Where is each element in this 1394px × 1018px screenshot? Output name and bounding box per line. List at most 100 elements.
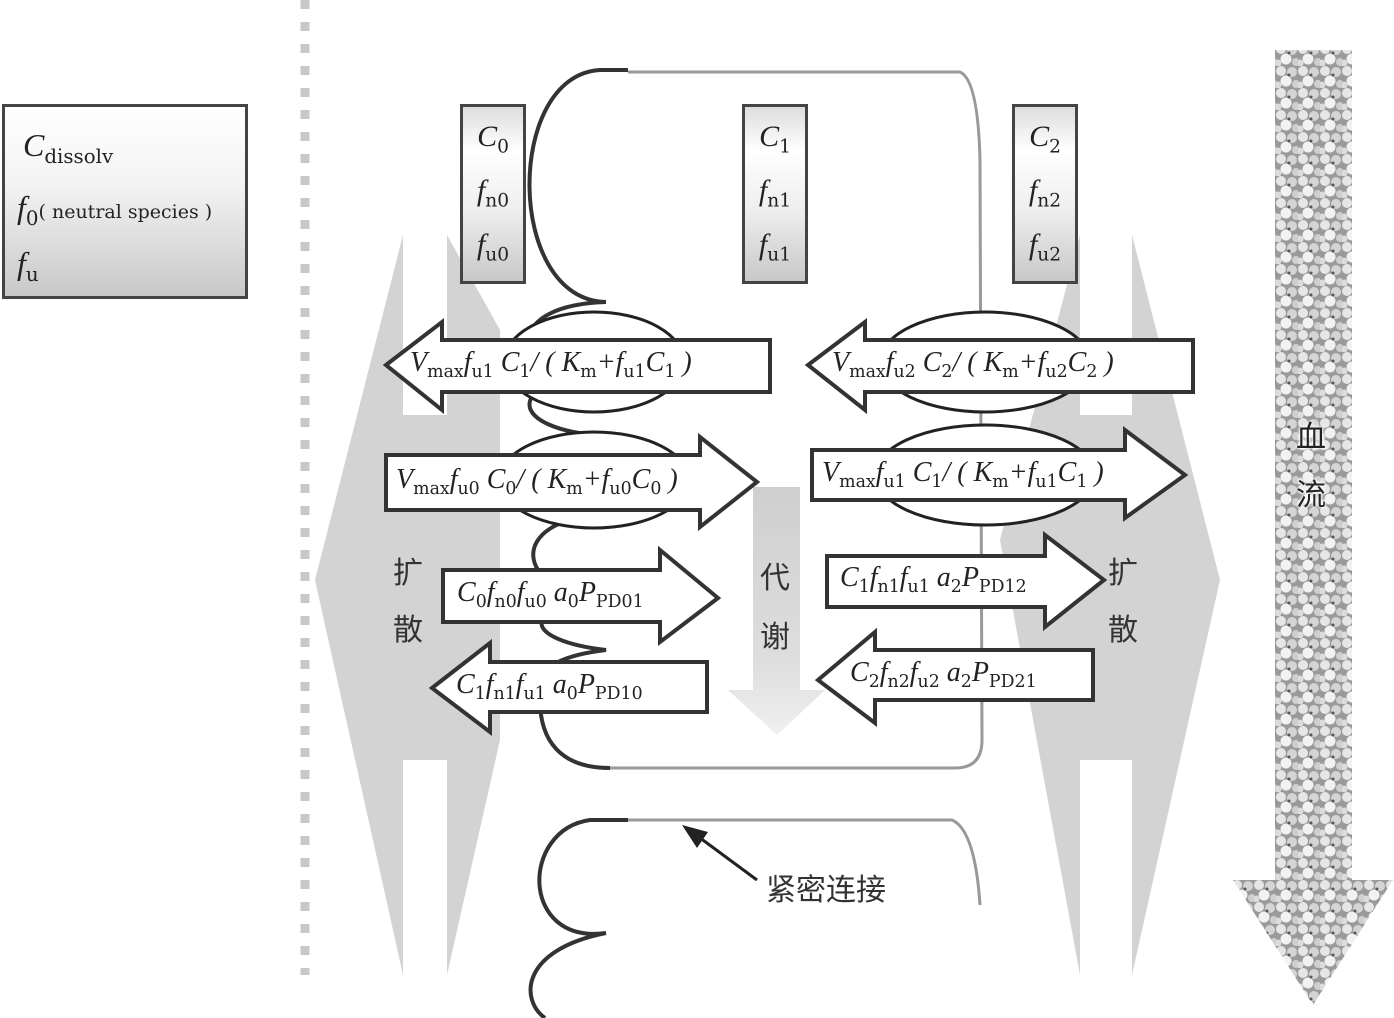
term: C bbox=[850, 657, 869, 688]
arrow-influx-right bbox=[810, 426, 1189, 522]
c-subscript: 2 bbox=[1049, 136, 1061, 158]
term-sub: m bbox=[566, 479, 583, 500]
term-sub: m bbox=[992, 472, 1009, 493]
term-sub: max bbox=[427, 362, 464, 383]
term-sub: PD12 bbox=[978, 577, 1027, 598]
term-sub: u1 bbox=[907, 577, 930, 598]
term-sub: u2 bbox=[1045, 362, 1068, 383]
arrow-passive-01 bbox=[441, 545, 722, 647]
metabolism-label-1: 代 bbox=[760, 561, 790, 596]
c-symbol: C bbox=[477, 120, 498, 154]
term: a bbox=[545, 669, 567, 700]
term: / ( K bbox=[516, 464, 567, 495]
term: f bbox=[875, 457, 884, 488]
arrow-efflux-right bbox=[804, 317, 1195, 415]
label-passive-12: C1fn1fu1 a2PPD12 bbox=[840, 564, 1027, 596]
label-influx-left: Vmaxfu0 C0/ ( Km+fu0C0 ) bbox=[396, 466, 678, 498]
term: +f bbox=[1008, 457, 1036, 488]
unbound-fraction-label: fu0 bbox=[477, 230, 509, 265]
lower-cell-membrane-basolateral bbox=[628, 818, 982, 906]
term: f bbox=[879, 657, 888, 688]
term-sub: n0 bbox=[494, 592, 517, 613]
neutral-fraction-label: fn2 bbox=[1029, 176, 1061, 211]
legend-unbound-fraction: fu bbox=[17, 245, 39, 286]
legend-subscript: u bbox=[25, 262, 39, 286]
term: ) bbox=[675, 347, 692, 378]
term: C bbox=[457, 577, 476, 608]
blood-flow-label-1: 血 bbox=[1296, 420, 1326, 455]
term: +f bbox=[596, 347, 624, 378]
fu-symbol: f bbox=[476, 228, 486, 262]
term-sub: u0 bbox=[609, 479, 632, 500]
diffusion-label-left-2: 散 bbox=[393, 613, 423, 648]
term: ) bbox=[1097, 347, 1114, 378]
legend-subscript: dissolv bbox=[44, 144, 114, 168]
compartment-box-1: C1 fn1 fu1 bbox=[742, 104, 808, 284]
unbound-fraction-label: fu2 bbox=[1029, 230, 1061, 265]
arrow-passive-10 bbox=[428, 638, 709, 737]
arrow-influx-left bbox=[384, 432, 761, 532]
legend-dissolved-concentration: Cdissolv bbox=[23, 127, 113, 168]
fn-symbol: f bbox=[758, 174, 768, 208]
term-sub: max bbox=[413, 479, 450, 500]
term: P bbox=[961, 562, 979, 593]
term: C bbox=[456, 669, 475, 700]
term: C bbox=[915, 347, 942, 378]
term-sub: 1 bbox=[519, 362, 531, 383]
term-sub: 0 bbox=[475, 592, 487, 613]
term: f bbox=[515, 669, 524, 700]
term: V bbox=[832, 347, 850, 378]
legend-symbol: C bbox=[23, 127, 45, 163]
label-passive-01: C0fn0fu0 a0PPD01 bbox=[457, 579, 644, 611]
legend-note: ( neutral species ) bbox=[38, 201, 213, 223]
metabolism-arrow bbox=[728, 487, 825, 735]
term-sub: 2 bbox=[941, 362, 953, 383]
diffusion-label-right-1: 扩 bbox=[1108, 556, 1138, 591]
term: V bbox=[396, 464, 414, 495]
term: / ( K bbox=[942, 457, 993, 488]
neutral-fraction-label: fn0 bbox=[477, 176, 509, 211]
legend-symbol: f bbox=[17, 189, 26, 225]
arrow-passive-21 bbox=[814, 627, 1095, 728]
term-sub: u1 bbox=[623, 362, 646, 383]
term: a bbox=[929, 562, 951, 593]
term: P bbox=[577, 669, 595, 700]
fu-symbol: f bbox=[758, 228, 768, 262]
term-sub: PD21 bbox=[988, 672, 1037, 693]
term: f bbox=[909, 657, 918, 688]
term-sub: n1 bbox=[877, 577, 900, 598]
term-sub: PD10 bbox=[594, 684, 643, 705]
label-passive-10: C1fn1fu1 a0PPD10 bbox=[456, 671, 643, 703]
label-passive-21: C2fn2fu2 a2PPD21 bbox=[850, 659, 1037, 691]
legend-neutral-fraction: f0( neutral species ) bbox=[17, 189, 212, 230]
term-sub: 2 bbox=[960, 672, 972, 693]
term: C bbox=[905, 457, 932, 488]
fu-subscript: u1 bbox=[767, 244, 792, 266]
term-sub: 0 bbox=[567, 592, 579, 613]
metabolism-label-2: 谢 bbox=[760, 620, 790, 655]
term: ) bbox=[661, 464, 678, 495]
tight-junction-pointer-head bbox=[682, 825, 708, 848]
diffusion-label-left-1: 扩 bbox=[393, 556, 423, 591]
term-sub: 1 bbox=[931, 472, 943, 493]
blood-flow-label-2: 流 bbox=[1296, 478, 1326, 513]
term-sub: 1 bbox=[474, 684, 486, 705]
fu-subscript: u2 bbox=[1037, 244, 1062, 266]
term: C bbox=[840, 562, 859, 593]
c-subscript: 0 bbox=[497, 136, 509, 158]
term-sub: PD01 bbox=[595, 592, 644, 613]
term-sub: 0 bbox=[566, 684, 578, 705]
neutral-fraction-label: fn1 bbox=[759, 176, 791, 211]
compartment-box-0: C0 fn0 fu0 bbox=[460, 104, 526, 284]
term: C bbox=[645, 347, 665, 378]
term: V bbox=[410, 347, 428, 378]
term-sub: u0 bbox=[524, 592, 547, 613]
term-sub: u2 bbox=[917, 672, 940, 693]
lower-cell-membrane-apical bbox=[528, 818, 628, 1018]
term: f bbox=[485, 669, 494, 700]
term: ) bbox=[1087, 457, 1104, 488]
concentration-label: C1 bbox=[759, 122, 791, 157]
term: V bbox=[822, 457, 840, 488]
term: f bbox=[869, 562, 878, 593]
term-sub: 1 bbox=[664, 362, 676, 383]
